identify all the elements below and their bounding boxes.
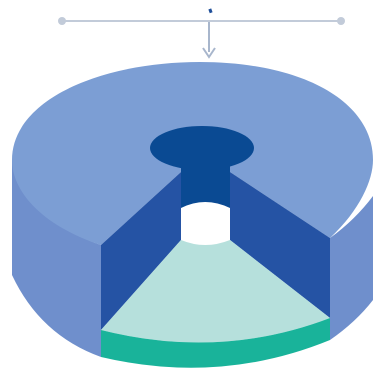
cutaway-face bbox=[101, 318, 330, 368]
slider-left-dot[interactable] bbox=[58, 17, 66, 25]
cutaway-floor bbox=[101, 240, 330, 343]
cylinder-side bbox=[12, 160, 101, 357]
slider-right-dot[interactable] bbox=[337, 17, 345, 25]
top-slider[interactable] bbox=[58, 8, 345, 25]
hole-inner-white bbox=[181, 202, 230, 245]
inner-wall-right bbox=[230, 172, 330, 318]
hole-rim bbox=[150, 126, 254, 170]
inner-wall-left bbox=[101, 172, 181, 330]
slider-knob[interactable] bbox=[208, 8, 213, 14]
cylinder-side-right bbox=[330, 196, 373, 340]
down-arrow-icon bbox=[202, 22, 216, 59]
arrow-head bbox=[202, 47, 216, 59]
